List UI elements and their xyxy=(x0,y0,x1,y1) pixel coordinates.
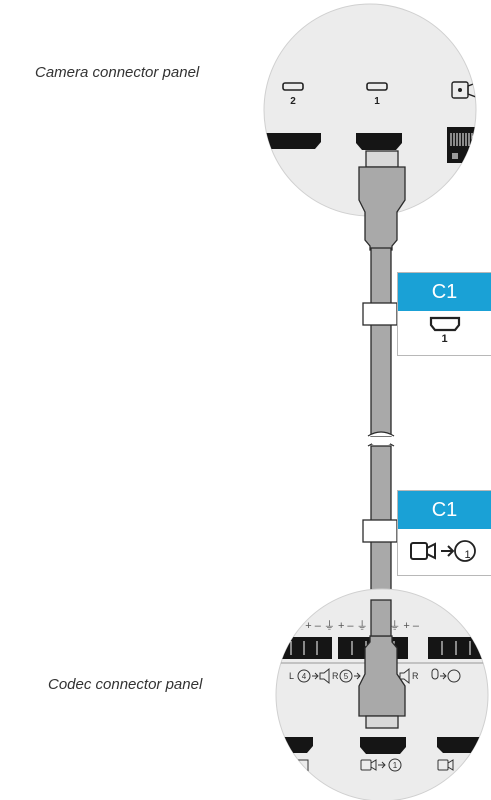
camera-port-1-number: 1 xyxy=(374,96,380,107)
hdmi-port-icon xyxy=(429,316,460,332)
camera-panel-caption: Camera connector panel xyxy=(35,64,200,81)
cable-label-top: C1 1 xyxy=(397,272,491,356)
audio-label-4: 4 xyxy=(302,672,307,681)
cable-label-top-code: C1 xyxy=(398,273,491,311)
cable-label-bottom-code: C1 xyxy=(398,491,491,529)
codec-panel-caption: Codec connector panel xyxy=(48,676,203,693)
camera-input-1-icon-number: 1 xyxy=(464,549,471,561)
cable-label-bottom: C1 1 xyxy=(397,490,491,576)
microphone-input-icon xyxy=(431,668,461,683)
terminal-polarity-signs: – ⏚ + – ⏚ + – ⏚ + – ⏚ + – xyxy=(282,619,420,632)
audio-label-5: 5 xyxy=(344,672,349,681)
camera-port-2-number: 2 xyxy=(290,96,296,107)
camera-input-1-small-number: 1 xyxy=(393,761,398,770)
audio-label-l: L xyxy=(289,671,294,681)
audio-label-r-2: R xyxy=(412,671,419,681)
audio-label-r: R xyxy=(332,671,339,681)
camera-hdmi-1-port xyxy=(356,133,402,150)
camera-input-1-icon xyxy=(409,540,476,562)
hdmi-2-icon xyxy=(282,82,304,91)
hdmi-1-icon xyxy=(366,82,388,91)
camera-connector-panel: 2 1 xyxy=(263,3,477,217)
camera-input-1-small-icon xyxy=(360,758,402,772)
cable-label-top-port-number: 1 xyxy=(441,333,448,345)
codec-camera-input-1-port xyxy=(360,737,406,754)
